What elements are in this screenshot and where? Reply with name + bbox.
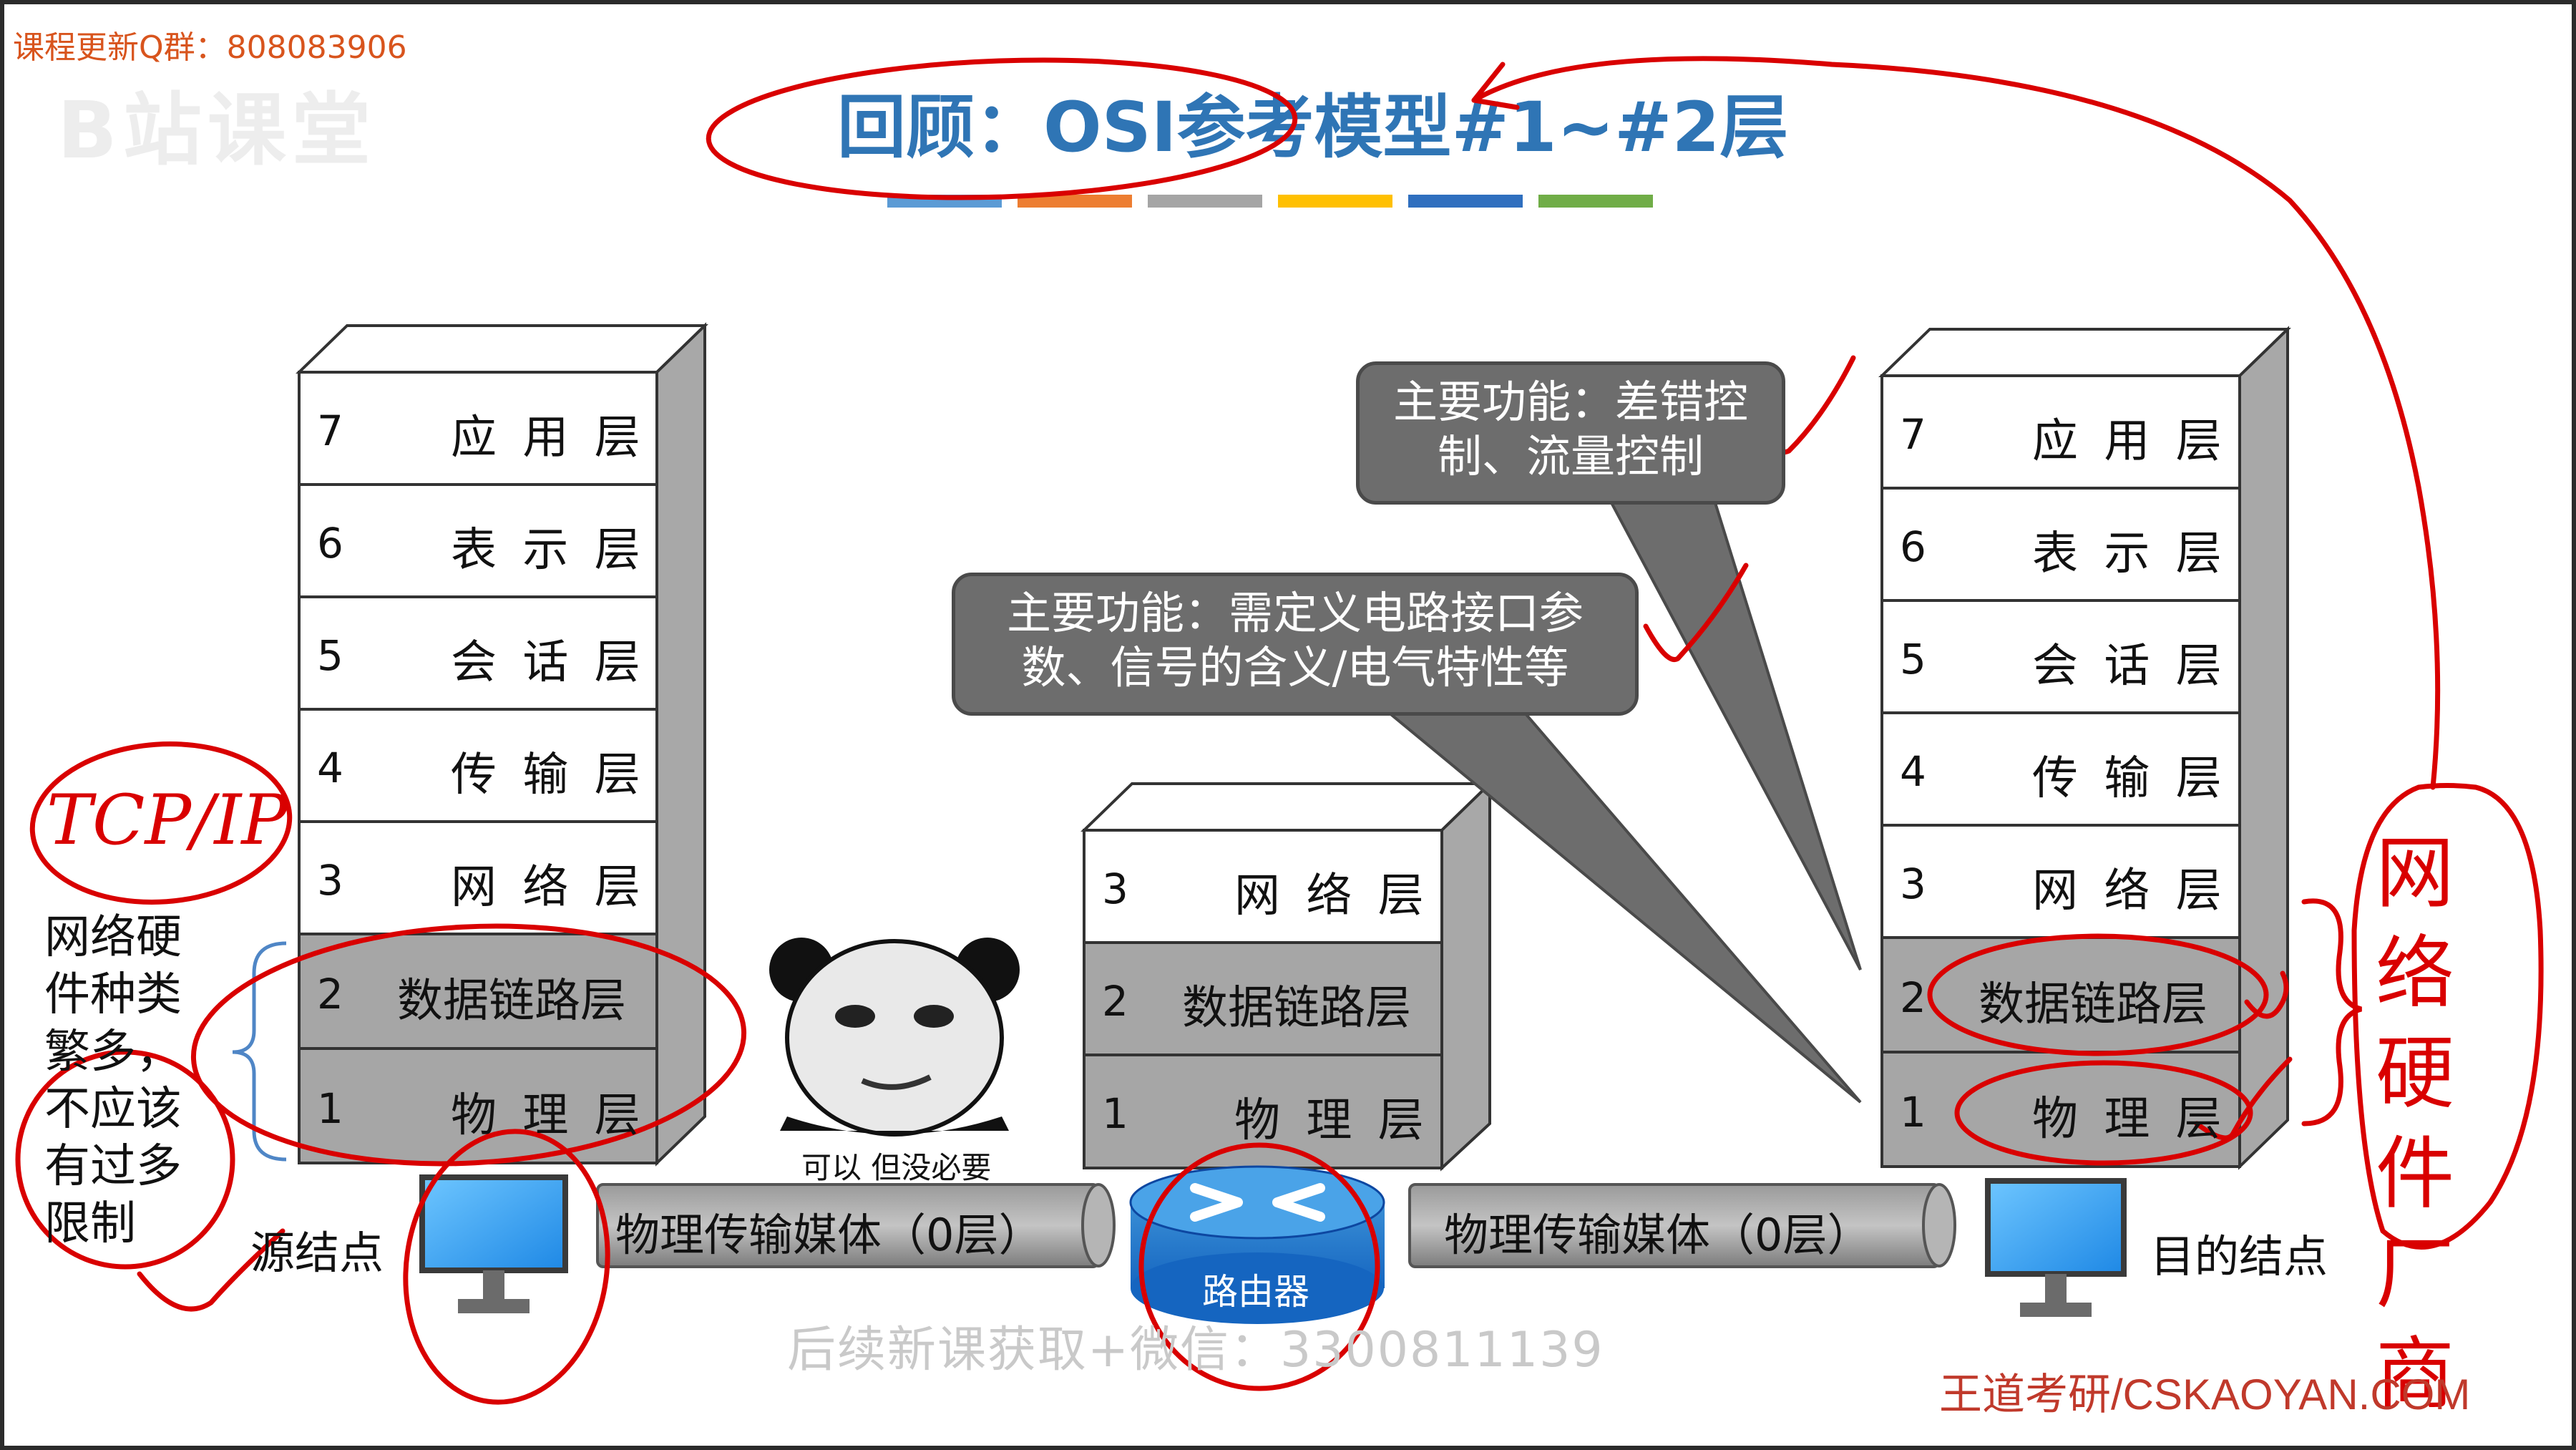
left-layer-num: 7	[317, 407, 343, 455]
router-label: 路由器	[1202, 1271, 1309, 1313]
right-layer-num: 6	[1900, 522, 1926, 571]
side-note-brace	[232, 941, 287, 1162]
left-layer-name: 传 输 层	[451, 749, 646, 802]
right-layer-name: 物 理 层	[2032, 1093, 2228, 1146]
mid-layer-num: 2	[1102, 977, 1128, 1026]
panda-meme-image	[769, 938, 1020, 1137]
title-main: OSI参考模型	[1043, 87, 1452, 167]
dest-node-label: 目的结点	[2150, 1230, 2328, 1283]
mid-layer-num: 1	[1102, 1089, 1128, 1138]
right-osi-stack	[1878, 326, 2291, 1170]
left-layer-num: 5	[317, 631, 343, 680]
wechat-watermark: 后续新课获取+微信：3300811139	[787, 1322, 1604, 1378]
right-layer-name: 传 输 层	[2032, 752, 2228, 805]
qq-group-text: 课程更新Q群：808083906	[13, 29, 407, 66]
left-layer-num: 4	[317, 744, 343, 792]
meme-caption: 可以 但没必要	[801, 1150, 992, 1185]
brand-footer: 王道考研/CSKAOYAN.COM	[1939, 1371, 2471, 1419]
color-bar	[1408, 195, 1523, 208]
dest-computer-icon	[1985, 1178, 2127, 1317]
color-bar	[1148, 195, 1262, 208]
logo-watermark: B站课堂	[57, 84, 376, 176]
media-pipe-left	[596, 1183, 1116, 1268]
right-layer-num: 4	[1900, 747, 1926, 796]
right-layer-num: 5	[1900, 635, 1926, 683]
callout-physical-function: 主要功能：需定义电路接口参数、信号的含义/电气特性等	[952, 573, 1639, 716]
right-layer-name: 会 话 层	[2032, 640, 2228, 693]
media-label-right: 物理传输媒体（0层）	[1444, 1209, 1872, 1261]
color-bar	[1278, 195, 1392, 208]
middle-osi-stack	[1080, 780, 1493, 1172]
mid-layer-num: 3	[1102, 865, 1128, 913]
right-layer-name: 数据链路层	[1979, 978, 2207, 1031]
title-prefix: 回顾：	[837, 87, 1043, 167]
source-node-label: 源结点	[250, 1227, 384, 1279]
left-layer-name: 网 络 层	[451, 861, 646, 914]
title-suffix: #1~#2层	[1451, 87, 1789, 167]
side-note-text: 网络硬件种类繁多，不应该有过多限制	[44, 911, 182, 1250]
mid-layer-name: 网 络 层	[1234, 870, 1430, 923]
left-layer-num: 3	[317, 856, 343, 905]
right-layer-num: 3	[1900, 860, 1926, 908]
right-layer-name: 网 络 层	[2032, 865, 2228, 918]
right-layer-num: 2	[1900, 973, 1926, 1022]
right-layer-num: 7	[1900, 410, 1926, 459]
media-label-left: 物理传输媒体（0层）	[615, 1209, 1043, 1261]
right-layer-name: 应 用 层	[2032, 415, 2228, 468]
left-layer-name: 数据链路层	[397, 975, 626, 1028]
right-layer-name: 表 示 层	[2032, 527, 2228, 580]
callout-datalink-function: 主要功能：差错控制、流量控制	[1356, 361, 1785, 505]
mid-layer-name: 数据链路层	[1182, 982, 1411, 1035]
left-layer-name: 物 理 层	[451, 1089, 646, 1142]
color-bar	[1538, 195, 1653, 208]
left-layer-num: 6	[317, 519, 343, 568]
right-layer-num: 1	[1900, 1088, 1926, 1137]
left-layer-num: 1	[317, 1084, 343, 1133]
color-bar	[1018, 195, 1132, 208]
left-layer-num: 2	[317, 970, 343, 1018]
handwritten-hardware-vendor: 网络硬件厂商	[2376, 827, 2454, 1420]
red-annotations	[15, 56, 2544, 1405]
router-icon	[1129, 1165, 1385, 1324]
left-layer-name: 会 话 层	[451, 636, 646, 689]
slide-title: 回顾：OSI参考模型#1~#2层	[837, 72, 1788, 171]
left-layer-name: 表 示 层	[451, 524, 646, 577]
mid-layer-name: 物 理 层	[1234, 1094, 1430, 1147]
handwritten-tcpip: TCP/IP	[47, 780, 288, 860]
title-color-bars	[887, 195, 1653, 208]
source-computer-icon	[419, 1174, 568, 1313]
media-pipe-right	[1408, 1183, 1956, 1268]
left-layer-name: 应 用 层	[451, 412, 646, 464]
